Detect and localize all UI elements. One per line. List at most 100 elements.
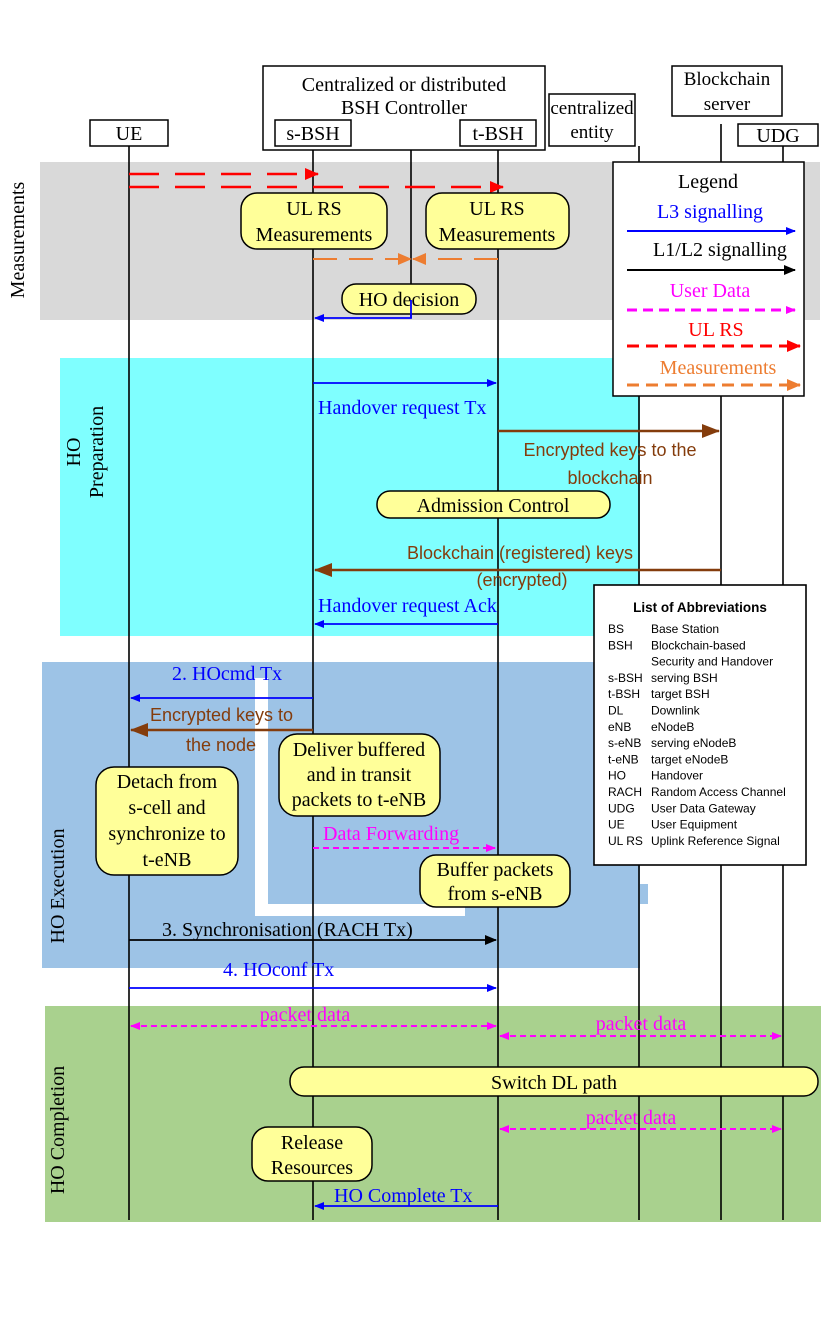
blockchain-label-1: Blockchain (684, 69, 771, 90)
buffer-label-1: Buffer packets (437, 859, 554, 881)
ho-request-ack-label: Handover request Ack (318, 595, 497, 617)
abbreviation-definition: eNodeB (651, 720, 694, 734)
abbreviation-term: s-eNB (608, 736, 641, 750)
abbreviation-definition: target eNodeB (651, 752, 728, 766)
blockchain-label-2: server (704, 94, 751, 115)
entity-t-bsh-label: t-BSH (472, 123, 523, 145)
abbreviation-term: eNB (608, 720, 631, 734)
abbreviation-definition: Downlink (651, 704, 701, 718)
abbreviation-term: UL RS (608, 834, 643, 848)
entity-udg-label: UDG (756, 125, 799, 147)
buffer-label-2: from s-eNB (448, 883, 543, 905)
controller-label-1: Centralized or distributed (302, 74, 506, 96)
admission-control-box: Admission Control (376, 490, 611, 519)
phase-label-completion: HO Completion (47, 1066, 69, 1194)
entity-ue-label: UE (116, 123, 143, 145)
abbreviation-term: BSH (608, 638, 633, 652)
abbreviation-definition: Blockchain-based (651, 638, 746, 652)
abbreviation-term: UE (608, 818, 625, 832)
data-forwarding-label: Data Forwarding (323, 823, 459, 845)
abbreviation-definition: target BSH (651, 687, 710, 701)
controller-label-2: BSH Controller (341, 97, 467, 119)
release-label-1: Release (281, 1132, 343, 1154)
legend-user-data-label: User Data (670, 280, 751, 302)
enc-keys-blockchain-label-1: Encrypted keys to the (523, 440, 696, 460)
abbreviation-term: s-BSH (608, 671, 643, 685)
deliver-label-1: Deliver buffered (293, 739, 425, 761)
ho-decision-label: HO decision (359, 289, 460, 311)
centralized-label-1: centralized (550, 98, 634, 119)
ho-complete-label: HO Complete Tx (334, 1185, 473, 1207)
centralized-label-2: entity (570, 122, 614, 143)
abbreviation-term: t-eNB (608, 752, 639, 766)
entity-ue: UE (89, 119, 169, 147)
abbreviations-title: List of Abbreviations (633, 600, 767, 615)
ul-rs-measurements-t-box: UL RS Measurements (425, 192, 570, 250)
enc-keys-node-label-1: Encrypted keys to (150, 705, 293, 725)
ho-decision-box: HO decision (341, 283, 477, 315)
abbreviation-term: UDG (608, 801, 635, 815)
detach-label-2: s-cell and (128, 797, 205, 819)
abbreviation-definition: Security and Handover (651, 655, 773, 669)
ho-decision-arrow (314, 300, 412, 322)
phase-label-execution: HO Execution (47, 829, 69, 944)
packet-data-label-1: packet data (260, 1004, 351, 1026)
detach-label-1: Detach from (117, 771, 218, 793)
completion-band (45, 1006, 821, 1222)
entity-blockchain: Blockchain server (671, 65, 783, 117)
phase-label-preparation-1: HO (63, 438, 85, 467)
abbreviation-definition: Uplink Reference Signal (651, 834, 780, 848)
entity-centralized: centralized entity (548, 93, 636, 147)
abbreviation-definition: serving BSH (651, 671, 718, 685)
ul-rs-s-label-2: Measurements (256, 224, 373, 246)
abbreviation-term: RACH (608, 785, 642, 799)
legend: Legend L3 signalling L1/L2 signalling Us… (612, 161, 805, 397)
entity-s-bsh-label: s-BSH (286, 123, 339, 145)
buffer-packets-box: Buffer packets from s-eNB (419, 854, 571, 908)
deliver-buffered-box: Deliver buffered and in transit packets … (278, 733, 441, 817)
abbreviation-definition: User Data Gateway (651, 801, 756, 815)
legend-l3-label: L3 signalling (657, 201, 763, 223)
deliver-label-3: packets to t-eNB (292, 789, 426, 811)
ul-rs-s-label-1: UL RS (286, 198, 341, 220)
detach-label-3: synchronize to (108, 823, 225, 845)
admission-control-label: Admission Control (417, 495, 570, 517)
switch-dl-path-box: Switch DL path (289, 1066, 819, 1097)
phase-label-preparation-2: Preparation (86, 406, 108, 498)
abbreviation-term: HO (608, 769, 626, 783)
ul-rs-t-label-1: UL RS (469, 198, 524, 220)
phase-label-measurements: Measurements (7, 181, 29, 298)
abbreviation-definition: Handover (651, 769, 703, 783)
legend-measurements-label: Measurements (660, 357, 777, 379)
release-resources-box: Release Resources (251, 1126, 373, 1182)
ul-rs-measurements-s-box: UL RS Measurements (240, 192, 388, 250)
abbreviation-definition: User Equipment (651, 818, 738, 832)
sync-label: 3. Synchronisation (RACH Tx) (162, 919, 413, 941)
detach-label-4: t-eNB (143, 849, 192, 871)
packet-data-label-3: packet data (586, 1107, 677, 1129)
blockchain-keys-label-1: Blockchain (registered) keys (407, 543, 633, 563)
hoconf-label: 4. HOconf Tx (223, 959, 334, 981)
hocmd-label: 2. HOcmd Tx (172, 663, 282, 685)
legend-ul-rs-label: UL RS (688, 319, 743, 341)
legend-title: Legend (678, 171, 738, 193)
blockchain-keys-label-2: (encrypted) (476, 570, 567, 590)
switch-dl-path-label: Switch DL path (491, 1072, 617, 1094)
ho-request-label: Handover request Tx (318, 397, 486, 419)
entity-s-bsh: s-BSH (274, 119, 352, 147)
ul-rs-t-label-2: Measurements (439, 224, 556, 246)
abbreviation-term: DL (608, 704, 624, 718)
release-label-2: Resources (271, 1157, 353, 1179)
detach-box: Detach from s-cell and synchronize to t-… (95, 766, 239, 876)
entity-udg: UDG (737, 123, 819, 147)
packet-data-label-2: packet data (596, 1013, 687, 1035)
enc-keys-node-label-2: the node (186, 735, 256, 755)
legend-l12-label: L1/L2 signalling (653, 239, 787, 261)
deliver-label-2: and in transit (307, 764, 412, 786)
abbreviation-definition: Base Station (651, 622, 719, 636)
enc-keys-blockchain-label-2: blockchain (567, 468, 652, 488)
abbreviation-term: t-BSH (608, 687, 640, 701)
